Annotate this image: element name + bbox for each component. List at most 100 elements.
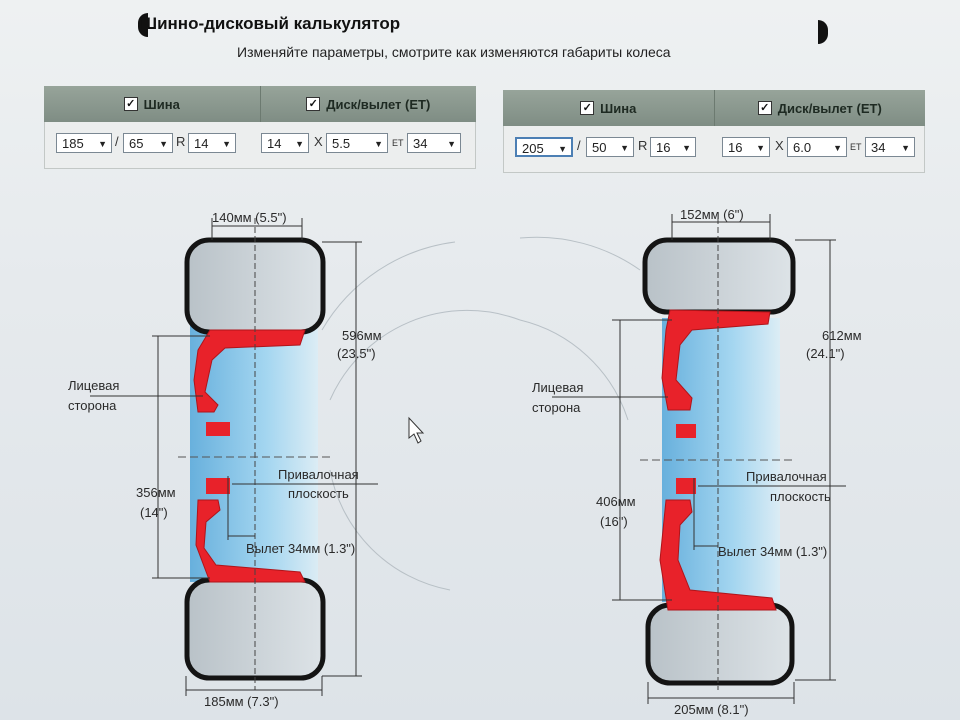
right-offset-label: Вылет 34мм (1.3") bbox=[718, 544, 827, 559]
left-slash: / bbox=[115, 134, 119, 149]
right-tire-profile-select[interactable]: 50 ▼ bbox=[586, 137, 634, 157]
right-rim-label: Диск/вылет (ET) bbox=[777, 100, 882, 116]
chevron-down-icon: ▼ bbox=[558, 144, 567, 154]
chevron-down-icon: ▼ bbox=[620, 143, 629, 153]
title-right-cap bbox=[818, 20, 828, 44]
left-rim-diameter-select[interactable]: 14 ▼ bbox=[261, 133, 309, 153]
chevron-down-icon: ▼ bbox=[98, 139, 107, 149]
left-wheel: 140мм (5.5") 596мм (23.5") 356мм (14") Л… bbox=[68, 210, 382, 709]
chevron-down-icon: ▼ bbox=[374, 139, 383, 149]
right-tire-bottom bbox=[645, 602, 795, 686]
left-tire-header[interactable]: ✓ Шина bbox=[44, 86, 261, 122]
right-tire-header[interactable]: ✓ Шина bbox=[503, 90, 715, 126]
left-tire-width-select[interactable]: 185 ▼ bbox=[56, 133, 112, 153]
left-rim-width-select[interactable]: 5.5 ▼ bbox=[326, 133, 388, 153]
chevron-down-icon: ▼ bbox=[295, 139, 304, 149]
left-et-value: 34 bbox=[413, 136, 428, 151]
chevron-down-icon: ▼ bbox=[833, 143, 842, 153]
left-rim-header[interactable]: ✓ Диск/вылет (ET) bbox=[261, 86, 477, 122]
right-tire-diameter-select[interactable]: 16 ▼ bbox=[650, 137, 696, 157]
left-outer-in-label: (23.5") bbox=[337, 346, 376, 361]
left-tire-diameter-select[interactable]: 14▼ bbox=[188, 133, 236, 153]
left-rim-spoke-bottom bbox=[195, 499, 306, 583]
left-rim-diameter-value: 14 bbox=[267, 136, 282, 151]
left-outer-mm-label: 596мм bbox=[342, 328, 382, 343]
right-tire-width-select[interactable]: 205 ▼ bbox=[515, 137, 573, 157]
left-et-sep: ET bbox=[392, 138, 404, 148]
left-rim-web-1 bbox=[206, 422, 230, 436]
left-rim-spoke-top bbox=[193, 329, 306, 413]
right-face-label: Лицевая bbox=[532, 380, 583, 395]
left-face-label-2: сторона bbox=[68, 398, 117, 413]
left-tire-profile-select[interactable]: 65 ▼ bbox=[123, 133, 173, 153]
right-slash: / bbox=[577, 138, 581, 153]
right-x-sep: X bbox=[775, 138, 784, 153]
right-rim-header[interactable]: ✓ Диск/вылет (ET) bbox=[715, 90, 926, 126]
right-rim-width-value: 6.0 bbox=[793, 140, 812, 155]
left-panel-header: ✓ Шина ✓ Диск/вылет (ET) bbox=[44, 86, 476, 122]
left-rim-width-value: 5.5 bbox=[332, 136, 351, 151]
right-rim-spoke-bottom bbox=[659, 499, 777, 611]
right-face-label-2: сторона bbox=[532, 400, 581, 415]
right-et-value: 34 bbox=[871, 140, 886, 155]
right-r-sep: R bbox=[638, 138, 648, 153]
left-rim-mm-label: 356мм bbox=[136, 485, 176, 500]
chevron-down-icon: ▼ bbox=[682, 143, 691, 153]
right-bottom-width-label: 205мм (8.1") bbox=[674, 702, 749, 717]
left-top-width-label: 140мм (5.5") bbox=[212, 210, 287, 225]
left-rim-in-label: (14") bbox=[140, 505, 168, 520]
left-mount-label: Привалочная bbox=[278, 467, 359, 482]
chevron-down-icon: ▼ bbox=[447, 139, 456, 149]
right-outer-in-label: (24.1") bbox=[806, 346, 845, 361]
right-et-select[interactable]: 34 ▼ bbox=[865, 137, 915, 157]
chevron-down-icon: ▼ bbox=[901, 143, 910, 153]
right-rim-diameter-select[interactable]: 16 ▼ bbox=[722, 137, 770, 157]
right-wheel: 152мм (6") 612мм (24.1") 406мм (16") Лиц… bbox=[532, 207, 862, 717]
right-config-panel: ✓ Шина ✓ Диск/вылет (ET) 205 ▼ / 50 ▼ R 16 ▼ … bbox=[503, 90, 925, 176]
left-bottom-width-label: 185мм (7.3") bbox=[204, 694, 279, 709]
right-panel-header: ✓ Шина ✓ Диск/вылет (ET) bbox=[503, 90, 925, 126]
right-rim-diameter-value: 16 bbox=[728, 140, 743, 155]
right-rim-width-select[interactable]: 6.0 ▼ bbox=[787, 137, 847, 157]
right-outer-mm-label: 612мм bbox=[822, 328, 862, 343]
checkbox-checked-icon[interactable]: ✓ bbox=[580, 101, 595, 115]
left-tire-width-value: 185 bbox=[62, 136, 84, 151]
left-tire-label: Шина bbox=[143, 96, 180, 112]
left-config-panel: ✓Шина ✓Диск/вылет (ET) 185▼ / 65▼ R 14▼ … bbox=[44, 86, 476, 172]
checkbox-checked-icon[interactable]: ✓ bbox=[757, 101, 772, 115]
right-tire-label: Шина bbox=[600, 100, 637, 116]
chevron-down-icon: ▼ bbox=[756, 143, 765, 153]
background-arcs bbox=[321, 236, 641, 591]
page-subtitle: Изменяйте параметры, смотрите как изменя… bbox=[237, 44, 671, 60]
page-title: Шинно-дисковый калькулятор bbox=[140, 14, 401, 33]
right-mount-label-2: плоскость bbox=[770, 489, 831, 504]
chevron-down-icon: ▼ bbox=[159, 139, 168, 149]
right-top-width-label: 152мм (6") bbox=[680, 207, 744, 222]
checkbox-checked-icon[interactable]: ✓ bbox=[123, 97, 138, 111]
left-mount-label-2: плоскость bbox=[288, 486, 349, 501]
right-et-sep: ET bbox=[850, 142, 862, 152]
left-rim-label: Диск/вылет (ET) bbox=[326, 96, 431, 112]
checkbox-checked-icon[interactable]: ✓ bbox=[306, 97, 321, 111]
right-rim-web-1 bbox=[676, 424, 696, 438]
right-tire-top bbox=[642, 237, 796, 315]
mouse-cursor-icon bbox=[408, 416, 425, 444]
right-tire-profile-value: 50 bbox=[592, 140, 607, 155]
left-offset-label: Вылет 34мм (1.3") bbox=[246, 541, 355, 556]
right-mount-label: Привалочная bbox=[746, 469, 827, 484]
right-rim-spoke-top bbox=[661, 309, 771, 411]
right-tire-diameter-value: 16 bbox=[656, 140, 671, 155]
left-x-sep: X bbox=[314, 134, 323, 149]
left-face-label: Лицевая bbox=[68, 378, 119, 393]
left-tire-profile-value: 65 bbox=[129, 136, 144, 151]
right-panel-body: 205 ▼ / 50 ▼ R 16 ▼ 16 ▼ X 6.0 ▼ ET 34 ▼ bbox=[503, 126, 925, 173]
left-rim-web-2 bbox=[206, 478, 230, 494]
left-r-sep: R bbox=[176, 134, 186, 149]
left-et-select[interactable]: 34 ▼ bbox=[407, 133, 461, 153]
right-tire-width-value: 205 bbox=[522, 141, 544, 156]
right-rim-mm-label: 406мм bbox=[596, 494, 636, 509]
title-left-cap bbox=[138, 13, 148, 37]
chevron-down-icon: ▼ bbox=[222, 139, 231, 149]
right-rim-web-2 bbox=[676, 478, 696, 494]
